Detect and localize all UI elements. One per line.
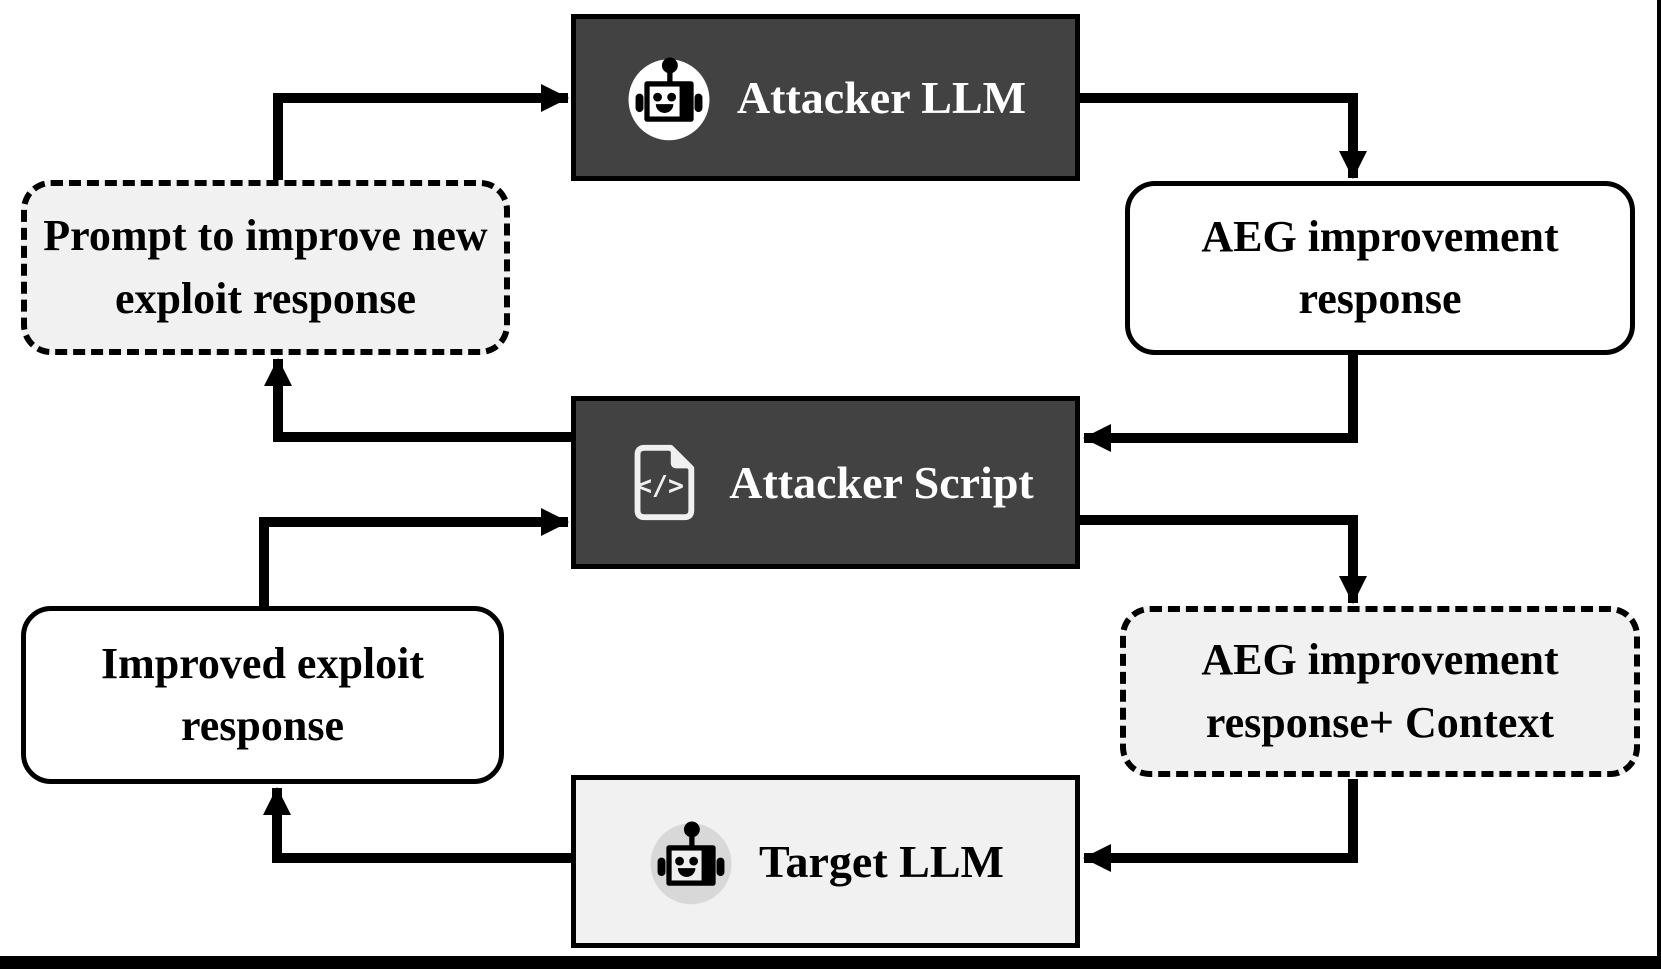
arrow-prompt-to-attacker-llm: [273, 84, 569, 184]
node-aeg-improvement-response: AEG improvement response: [1125, 181, 1635, 355]
arrow-improved-exploit-to-attacker-script: [259, 508, 569, 606]
node-prompt-to-improve: Prompt to improve new exploit response: [21, 180, 510, 355]
figure-right-border: [1657, 0, 1661, 969]
node-aeg-improvement-response-context: AEG improvement response+ Context: [1120, 606, 1640, 777]
node-improved-exploit-response: Improved exploit response: [21, 606, 504, 784]
node-aeg-improvement-response-context-label: AEG improvement response+ Context: [1201, 635, 1559, 747]
arrow-aeg-response-to-attacker-script: [1083, 355, 1358, 452]
code-glyph-text: </>: [636, 470, 684, 501]
node-prompt-to-improve-label: Prompt to improve new exploit response: [43, 211, 488, 323]
node-aeg-improvement-response-label: AEG improvement response: [1201, 211, 1559, 323]
arrow-attacker-llm-to-aeg-response: [1080, 93, 1367, 179]
node-attacker-llm-label: Attacker LLM: [736, 72, 1027, 123]
node-attacker-script-label: Attacker Script: [729, 457, 1034, 508]
figure-bottom-border: [0, 956, 1661, 969]
robot-icon: [650, 821, 732, 904]
node-attacker-script: </> Attacker Script: [571, 396, 1080, 569]
node-target-llm: Target LLM: [571, 775, 1080, 948]
arrow-attacker-script-to-prompt: [264, 358, 572, 442]
node-attacker-llm: Attacker LLM: [571, 14, 1080, 181]
arrow-target-llm-to-improved-exploit: [263, 787, 572, 863]
arrow-aeg-context-to-target-llm: [1083, 779, 1358, 872]
robot-icon: [628, 57, 710, 140]
node-target-llm-label: Target LLM: [759, 836, 1004, 887]
arrow-attacker-script-to-aeg-context: [1080, 515, 1367, 604]
node-improved-exploit-response-label: Improved exploit response: [100, 638, 425, 750]
code-file-icon: </>: [634, 444, 695, 520]
